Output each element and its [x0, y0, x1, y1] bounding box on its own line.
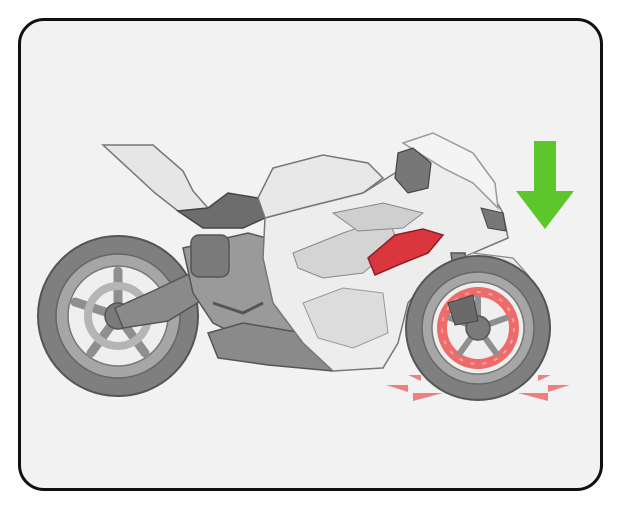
winglet	[367, 228, 445, 276]
motorcycle-illustration	[37, 132, 574, 401]
ground-contact-marks	[386, 375, 570, 401]
diagram-frame	[18, 18, 603, 491]
downforce-arrow-icon	[516, 141, 574, 229]
front-wheel	[405, 255, 551, 401]
front-brake-disc	[437, 287, 519, 369]
tail-section	[101, 144, 266, 229]
windscreen	[394, 132, 507, 232]
